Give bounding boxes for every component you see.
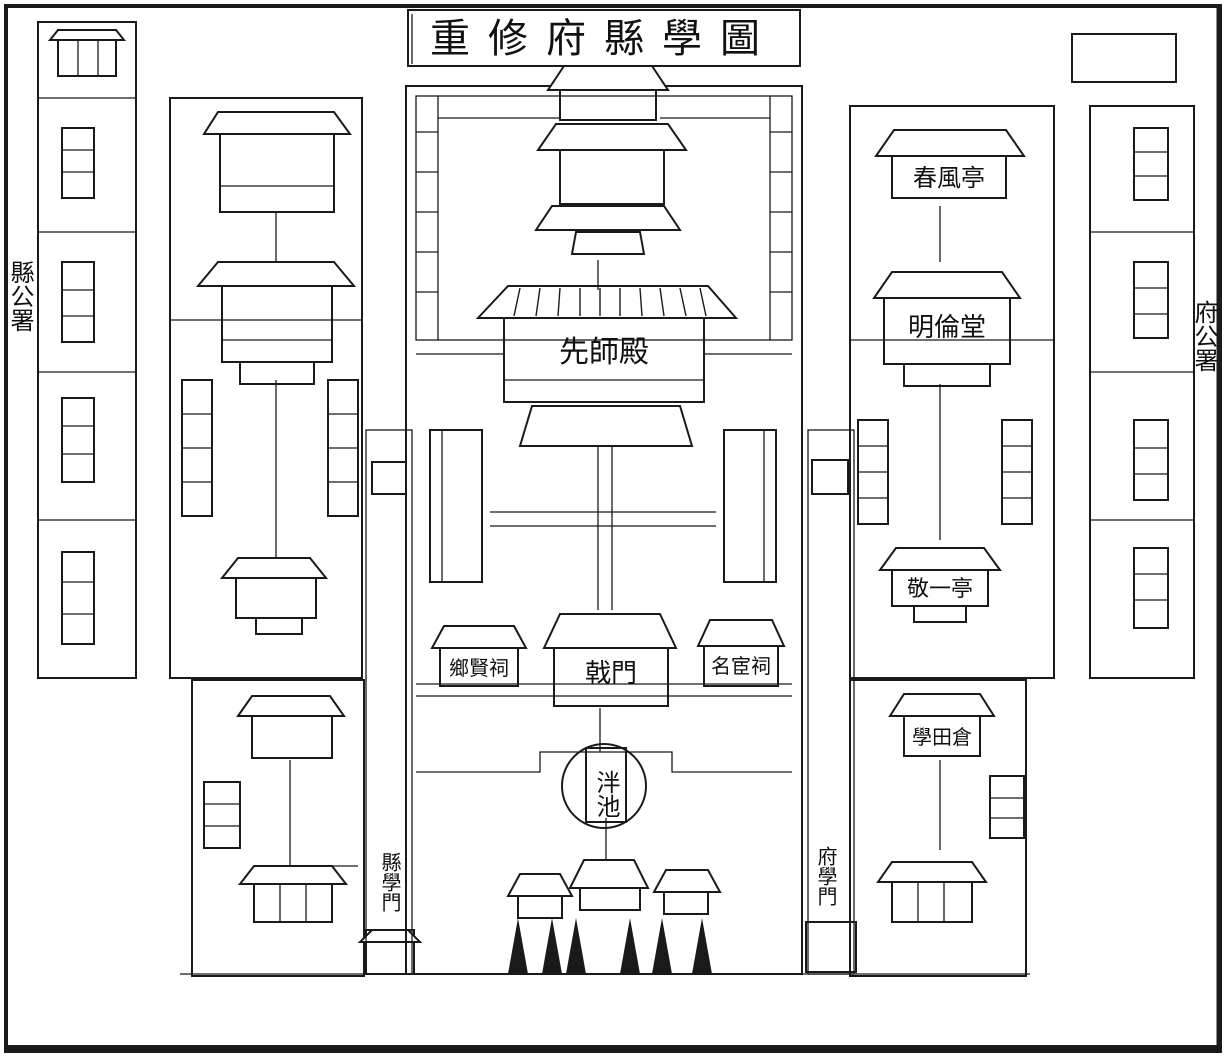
- label-minghuan-ci: 名宦祠: [711, 654, 771, 678]
- title-cartouche: 重修府縣學圖: [407, 9, 801, 67]
- map-title: 重修府縣學圖: [430, 16, 778, 62]
- outer-border: [4, 4, 1222, 1053]
- label-ji-men: 戟門: [585, 659, 637, 689]
- label-gong-shu-right: 府公署: [1190, 300, 1218, 372]
- label-jing-ting: 敬一亭: [907, 577, 973, 602]
- label-gong-shu-left: 縣公署: [6, 260, 34, 332]
- label-xian-xue-men: 縣學門: [378, 852, 402, 912]
- label-minglun-tang: 明倫堂: [908, 313, 986, 343]
- county-school-compound: 縣學門: [169, 97, 423, 977]
- central-temple-compound: 先師殿 鄉賢祠 戟門 名宦祠: [405, 65, 803, 975]
- label-cang: 學田倉: [912, 725, 972, 749]
- label-xiangxian-ci: 鄉賢祠: [449, 656, 509, 680]
- right-office-strip: 府公署: [1071, 33, 1218, 679]
- prefecture-school-compound: 春風亭 明倫堂 敬一亭 學田倉 府學門: [805, 105, 1055, 977]
- label-fu-xue-men: 府學門: [814, 846, 838, 906]
- left-office-strip: 縣公署: [6, 21, 137, 679]
- label-chunfeng-ting: 春風亭: [913, 164, 985, 192]
- label-pan-chi: 泮池: [592, 770, 620, 818]
- label-xianshi-dian: 先師殿: [559, 335, 649, 370]
